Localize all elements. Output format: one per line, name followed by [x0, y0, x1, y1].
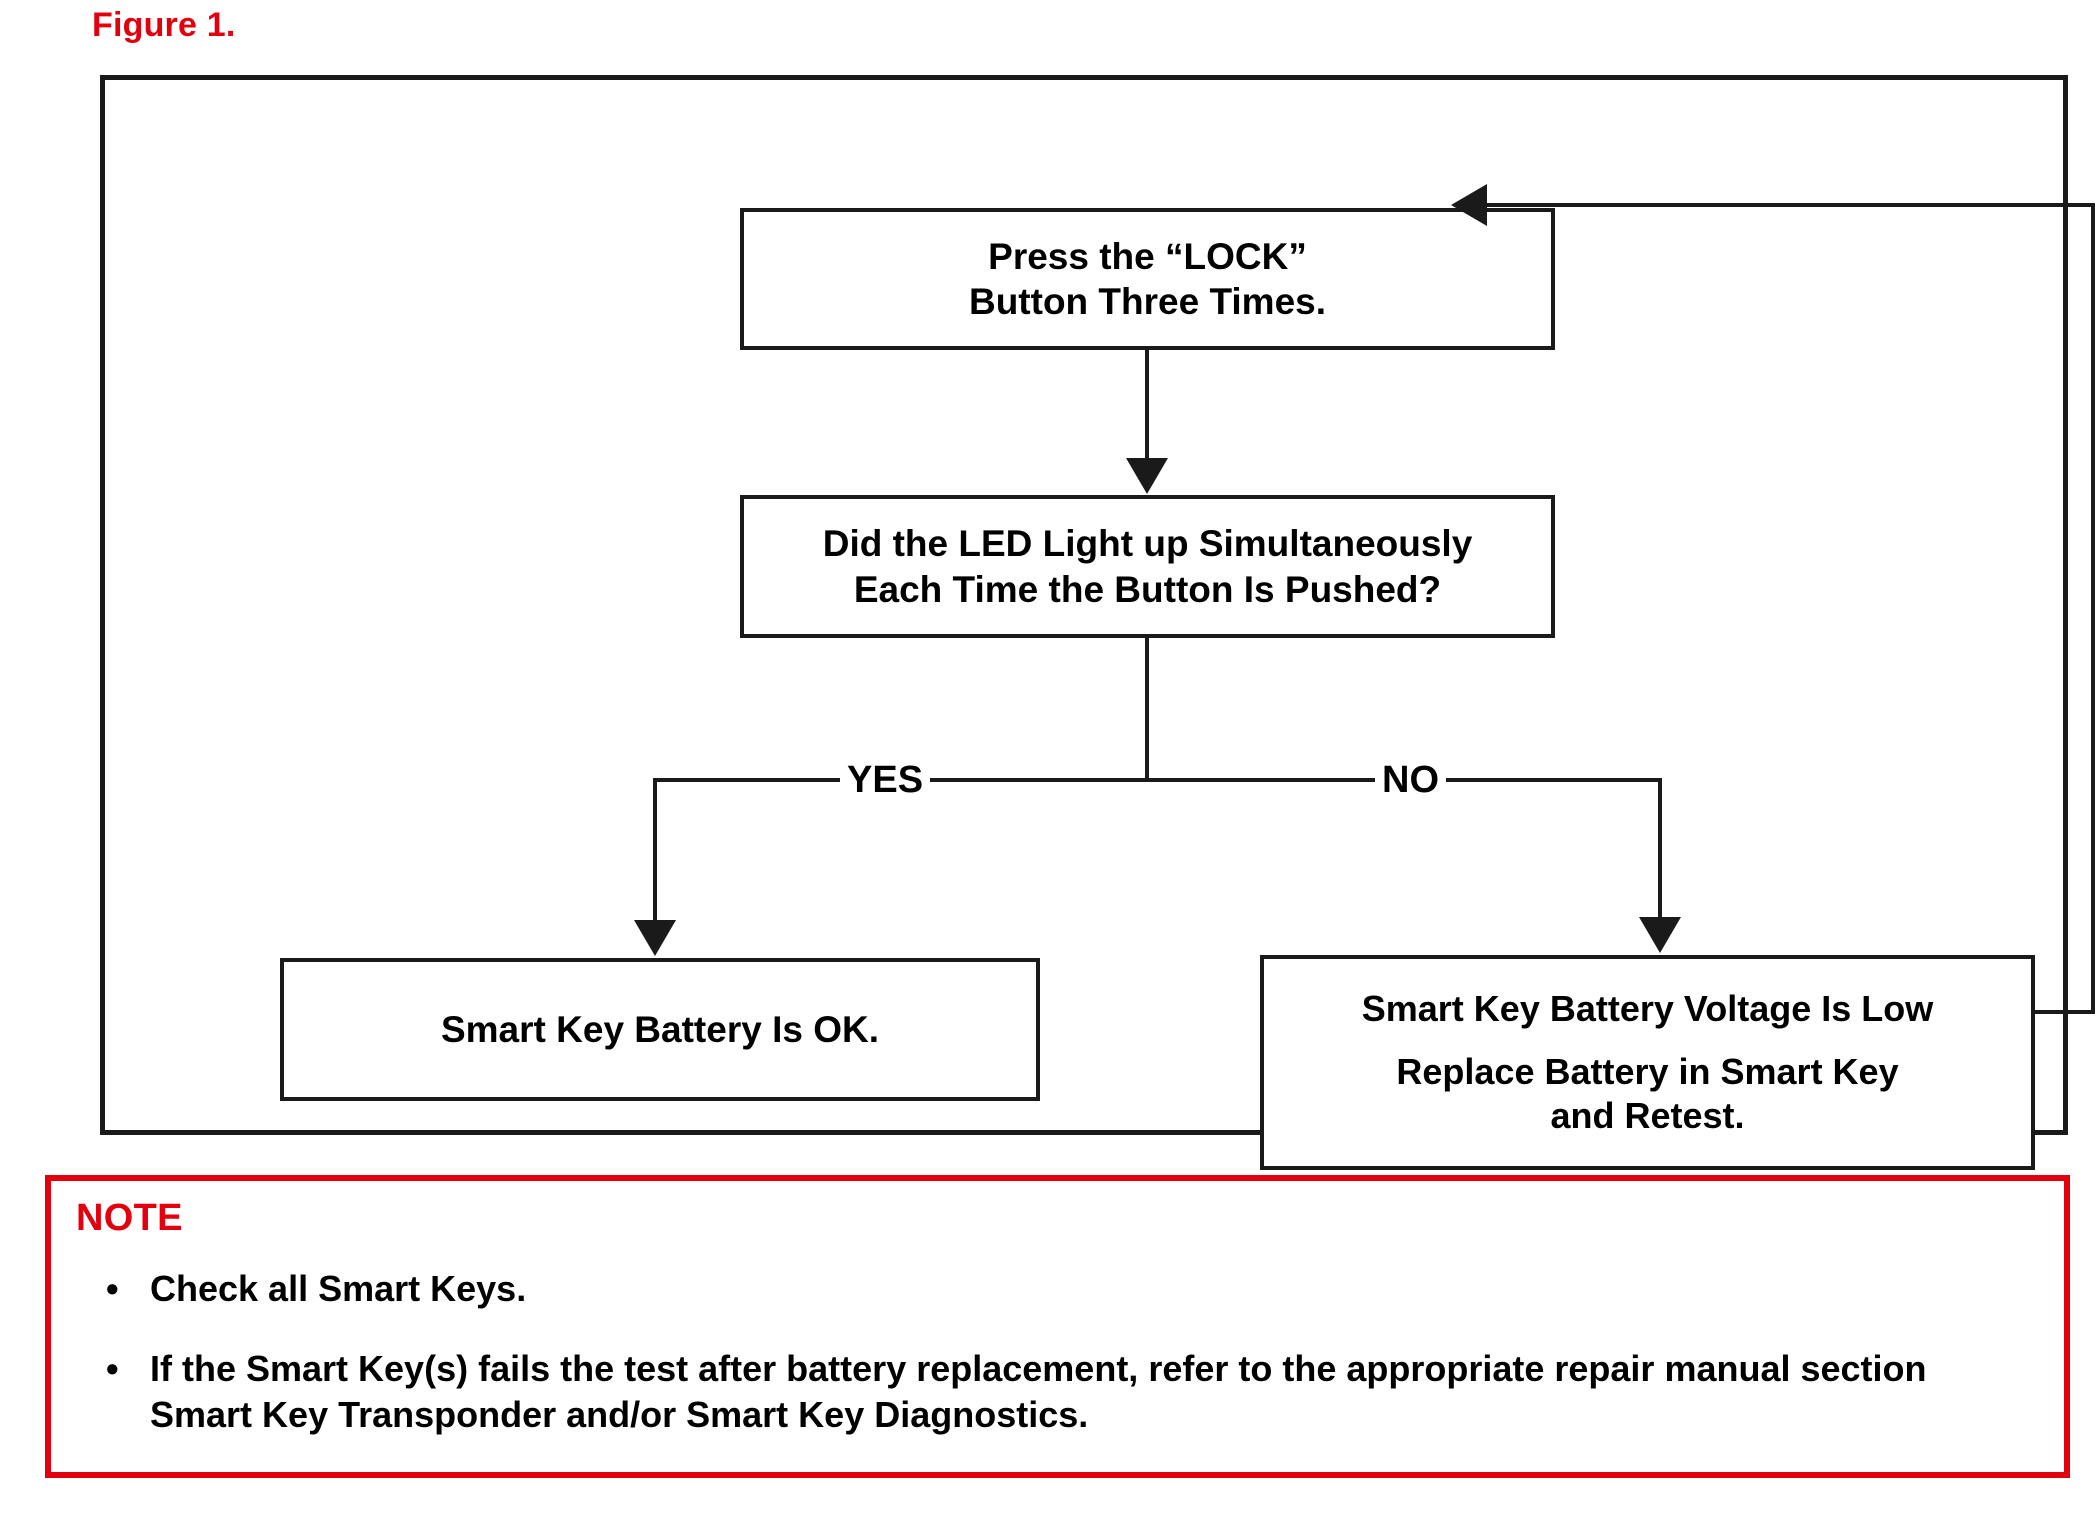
flow-box-press-lock-line-2: Button Three Times.	[968, 281, 1327, 322]
flow-box-press-lock: Press the “LOCK” Button Three Times.	[740, 208, 1555, 350]
feedback-loop-top-segment	[1487, 203, 2095, 207]
flow-box-battery-low-line-2: Replace Battery in Smart Key	[1396, 1051, 1899, 1093]
connector-no-branch	[1658, 778, 1662, 920]
note-item-text: Check all Smart Keys.	[150, 1268, 527, 1309]
flowchart-frame: Press the “LOCK” Button Three Times. Did…	[100, 75, 2095, 1170]
feedback-loop-bottom-segment	[2033, 1010, 2095, 1014]
figure-caption: Figure 1.	[92, 6, 236, 44]
arrowhead-into-battery-ok-box	[634, 920, 676, 956]
flow-box-battery-low-line-1: Smart Key Battery Voltage Is Low	[1361, 987, 1934, 1029]
bullet-point-icon: •	[106, 1348, 119, 1390]
connector-led-to-branch	[1145, 638, 1149, 782]
branch-horizontal-line	[653, 778, 1662, 782]
flow-box-led-question-line-2: Each Time the Button Is Pushed?	[853, 568, 1442, 610]
feedback-loop-vertical-segment	[2091, 203, 2095, 1014]
flow-box-battery-low-line-3: and Retest.	[1550, 1095, 1745, 1137]
arrowhead-into-led-box	[1126, 458, 1168, 494]
flow-box-battery-ok-line-1: Smart Key Battery Is OK.	[440, 1008, 879, 1050]
flow-box-battery-low: Smart Key Battery Voltage Is Low Replace…	[1260, 955, 2035, 1170]
connector-press-to-led	[1145, 350, 1149, 460]
flow-box-led-question: Did the LED Light up Simultaneously Each…	[740, 495, 1555, 638]
flow-box-battery-ok: Smart Key Battery Is OK.	[280, 958, 1040, 1101]
arrowhead-into-battery-low-box	[1639, 917, 1681, 953]
arrowhead-into-press-lock-box	[1451, 184, 1487, 226]
flow-box-led-question-line-1: Did the LED Light up Simultaneously	[822, 523, 1473, 565]
note-title: NOTE	[76, 1197, 183, 1239]
note-list-item: • Check all Smart Keys.	[106, 1266, 2024, 1312]
branch-label-yes: YES	[840, 761, 931, 799]
note-item-text: If the Smart Key(s) fails the test after…	[150, 1348, 1927, 1436]
bullet-point-icon: •	[106, 1268, 119, 1309]
branch-label-no: NO	[1375, 761, 1446, 799]
note-list-item: • If the Smart Key(s) fails the test aft…	[106, 1346, 2024, 1438]
flow-box-press-lock-line-1: Press the “LOCK”	[988, 235, 1307, 277]
note-panel: NOTE • Check all Smart Keys. • If the Sm…	[45, 1175, 2070, 1478]
note-list: • Check all Smart Keys. • If the Smart K…	[106, 1266, 2024, 1472]
connector-yes-branch	[653, 778, 657, 923]
flow-box-battery-low-spacer	[1274, 1031, 2021, 1051]
